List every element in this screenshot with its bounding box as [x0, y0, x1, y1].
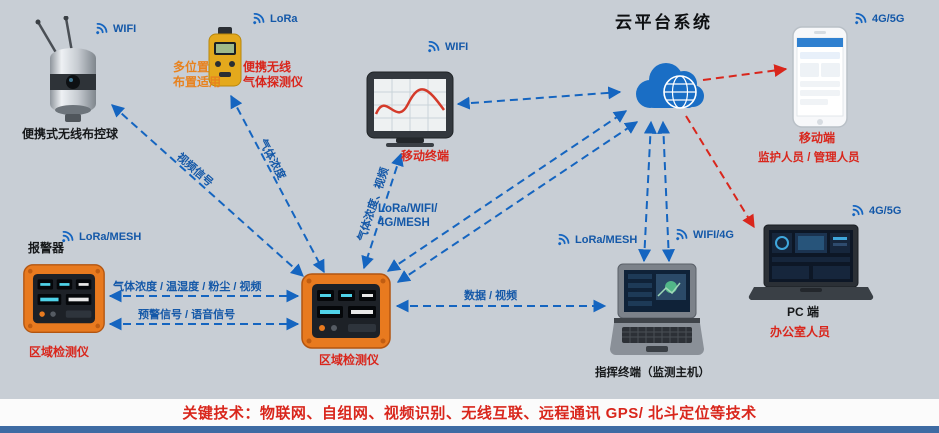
gas-signal-badge: LoRa [249, 10, 298, 28]
phone-signal-label: 4G/5G [872, 13, 905, 25]
gas-detector-note-line1: 多位置 [173, 60, 210, 74]
tablet-signal-badge: WIFI [424, 38, 468, 56]
link-gas-to-center [230, 94, 325, 274]
link-label-sensor-data: 气体浓度 / 温湿度 / 粉尘 / 视频 [113, 281, 262, 293]
pc-label: PC 端 [787, 305, 820, 319]
link-command-to-cloud-b [657, 120, 675, 263]
signal-icon [855, 12, 867, 25]
link-label-data-video: 数据 / 视频 [464, 290, 518, 302]
gas-detector-note-line2: 布置适用 [173, 75, 222, 89]
link-label-lora-wifi-line2: 4G/MESH [378, 217, 430, 230]
pc-signal-badge: 4G/5G [848, 202, 901, 220]
tablet-device [366, 70, 454, 155]
link-command-to-cloud-a [638, 120, 657, 263]
command-signal-left-badge: LoRa/MESH [554, 231, 637, 249]
gas-detector-name-line2: 气体探测仪 [243, 75, 304, 89]
cloud-platform-title: 云平台系统 [615, 13, 713, 32]
camera-label: 便携式无线布控球 [22, 127, 119, 141]
camera-signal-badge: WIFI [92, 20, 136, 38]
rugged-laptop-icon [610, 263, 704, 355]
link-cloud-to-phone [702, 64, 788, 81]
center-area-detector-device [300, 272, 392, 357]
ball-camera-icon [35, 15, 96, 122]
pc-laptop-device [748, 224, 874, 309]
gas-detector-icon [208, 27, 242, 87]
tablet-signal-label: WIFI [445, 41, 469, 53]
camera-device [28, 15, 118, 129]
gas-signal-label: LoRa [270, 13, 298, 25]
signal-icon [852, 204, 864, 217]
footer-strip: 关键技术：物联网、自组网、视频识别、无线互联、远程通讯 GPS/ 北斗定位等技术 [0, 399, 939, 426]
left-detector-signal-badge: LoRa/MESH [58, 228, 141, 246]
gas-detector-device [206, 26, 244, 93]
area-detector-icon [23, 264, 105, 334]
wifi-icon [428, 40, 440, 53]
left-area-detector-device [22, 263, 106, 341]
gas-detector-name: 便携无线 气体探测仪 [243, 60, 303, 90]
tablet-icon [366, 71, 454, 147]
left-detector-signal-label: LoRa/MESH [79, 231, 142, 243]
wifi-icon [253, 12, 265, 25]
phone-label: 移动端 [799, 131, 836, 145]
pc-signal-label: 4G/5G [869, 205, 902, 217]
command-signal-right-label: WIFI/4G [693, 229, 734, 241]
command-terminal-device [608, 262, 704, 367]
wifi-icon [96, 22, 108, 35]
area-detector-icon [301, 273, 391, 349]
link-label-lora-wifi-line1: LoRa/WIFI/ [378, 203, 438, 215]
pc-sublabel: 办公室人员 [770, 325, 831, 339]
link-cloud-to-pc [685, 115, 755, 229]
cloud-platform-device [622, 50, 714, 123]
link-camera-to-center [111, 104, 304, 277]
wifi-icon [676, 228, 688, 241]
command-signal-left-label: LoRa/MESH [575, 234, 638, 246]
bottom-bar [0, 426, 939, 433]
link-center-to-cloud-b [396, 121, 639, 283]
wifi-icon [62, 230, 74, 243]
smartphone-icon [792, 26, 848, 128]
link-label-warning-voice: 预警信号 / 语音信号 [138, 309, 236, 321]
link-label-lora-wifi-mesh: LoRa/WIFI/ 4G/MESH [378, 202, 437, 231]
wifi-icon [558, 233, 570, 246]
command-terminal-label: 指挥终端（监测主机） [595, 367, 710, 379]
key-technologies-text: 关键技术：物联网、自组网、视频识别、无线互联、远程通讯 GPS/ 北斗定位等技术 [182, 405, 757, 422]
alarm-label: 报警器 [28, 241, 65, 255]
smartphone-device [792, 26, 848, 133]
center-detector-label: 区域检测仪 [319, 353, 380, 367]
phone-sublabel: 监护人员 / 管理人员 [758, 152, 860, 164]
laptop-icon [748, 224, 874, 301]
camera-signal-label: WIFI [113, 23, 137, 35]
link-tablet-to-cloud [456, 86, 622, 110]
phone-signal-badge: 4G/5G [851, 10, 904, 28]
gas-detector-note: 多位置 布置适用 [173, 60, 221, 90]
gas-detector-name-line1: 便携无线 [243, 60, 292, 74]
command-signal-right-badge: WIFI/4G [672, 226, 734, 244]
left-detector-label: 区域检测仪 [29, 345, 90, 359]
tablet-label: 移动终端 [401, 149, 450, 163]
cloud-globe-icon [636, 63, 704, 109]
